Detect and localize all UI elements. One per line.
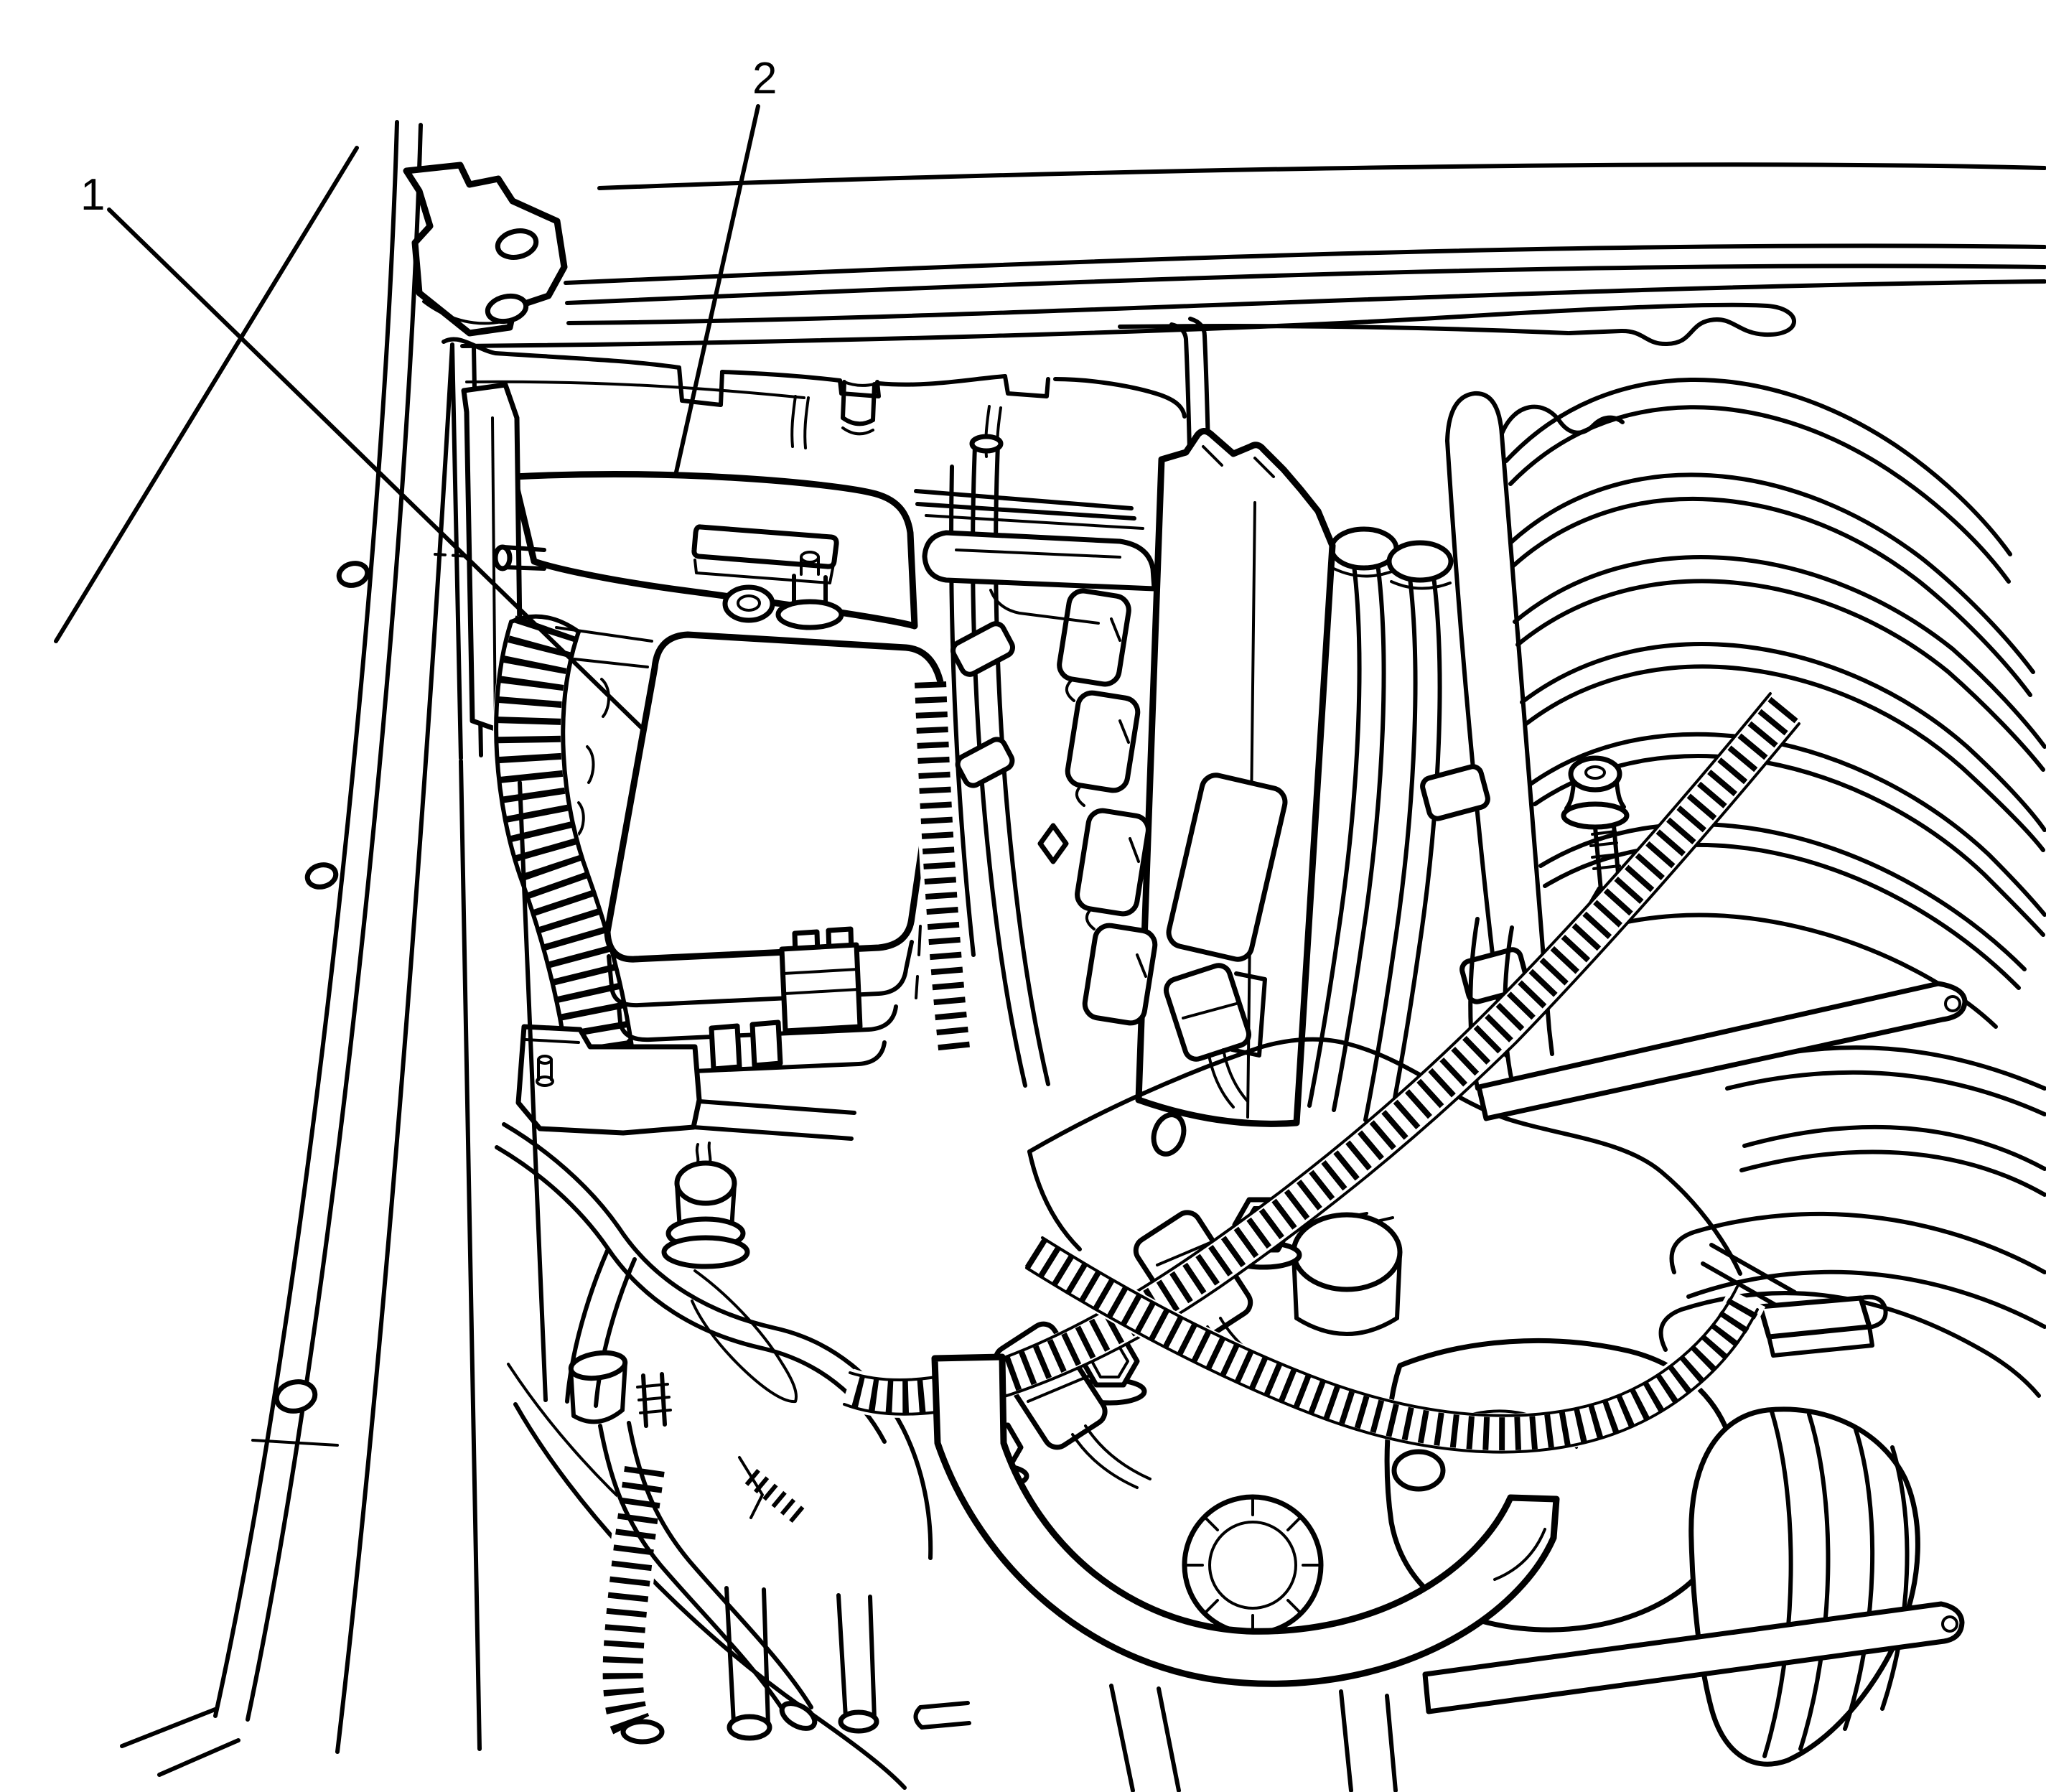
fender-panel [54, 120, 454, 1777]
cover-tab [749, 1019, 783, 1068]
cassette-label-plate [1166, 773, 1288, 962]
fuel-rail [922, 530, 1157, 625]
inner-panel-lines [459, 759, 907, 1790]
bracket-hole [485, 293, 529, 325]
panel-tick [803, 396, 810, 449]
panel-clip-tab [838, 378, 881, 398]
fender-hole [336, 561, 370, 588]
harness-conduit-run [911, 681, 974, 1058]
wire-clip [950, 621, 1015, 677]
heater-hoses [495, 1122, 933, 1560]
engine-mount-boss [1291, 1212, 1403, 1336]
bracket-hole [1391, 1449, 1446, 1492]
callout-1-leader [107, 207, 643, 729]
fuse-block-base-bracket [515, 1024, 856, 1141]
spark-plug-wire [1307, 526, 1530, 1126]
fuel-rail-and-wires [922, 434, 1157, 1088]
fuse-block-cover [604, 631, 947, 1075]
push-clip-and-canister [568, 1350, 672, 1428]
plug-boot [1386, 540, 1454, 583]
cover-latch-connector [779, 926, 863, 1034]
bracket-stud [536, 1055, 554, 1087]
cover-tab [709, 1023, 742, 1072]
housing-grommet [722, 584, 775, 623]
callouts: 1 2 [80, 54, 777, 729]
panel-clip-tab-wide [1053, 377, 1187, 419]
plug-boot [1329, 526, 1399, 571]
housing-stud [775, 551, 844, 630]
panel-marks [577, 678, 610, 836]
vacuum-bellows-cap [1688, 1406, 1920, 1767]
hood-latch-bracket [403, 162, 568, 337]
panel-tick [790, 395, 797, 448]
bracket-slot [1151, 1112, 1187, 1157]
manifold-ear [1500, 404, 1625, 436]
diamond-boss [1037, 823, 1069, 864]
corrugated-conduit [492, 614, 636, 1066]
callout-1-label: 1 [80, 170, 105, 220]
fender-hole [304, 862, 339, 890]
coolant-hose [931, 1353, 1560, 1687]
panel-clip-tab [1003, 374, 1050, 398]
cowl-rails [460, 243, 2046, 348]
ignition-coil-cassette [1135, 428, 1336, 1127]
callout-2-leader [673, 104, 760, 477]
harness-end-bracket [1701, 1243, 1888, 1358]
wire-loop [691, 1269, 798, 1404]
stud-sensor [661, 1142, 750, 1269]
intake-manifold [1445, 378, 2046, 1058]
panel-clip-tab [677, 365, 724, 407]
manifold-support-strap [1445, 391, 1554, 1056]
callout-2-label: 2 [752, 54, 777, 103]
wire-retainer-clip [1420, 764, 1490, 821]
bottom-tubes [598, 1421, 1398, 1792]
harness-conduit-run [1023, 1235, 1766, 1455]
oil-fill-cap [1182, 1494, 1324, 1636]
fuse-block-housing [500, 471, 918, 765]
lower-tube [1422, 1601, 1965, 1714]
wire-clip [955, 737, 1015, 788]
panel-push-pin [841, 380, 877, 436]
fuel-pipe [1468, 917, 1968, 1121]
bracket-hole [495, 228, 539, 260]
fender-hole [274, 1379, 318, 1414]
vacuum-fitting [1561, 755, 1630, 830]
coil-towers [1037, 588, 1158, 1026]
hood-rear-edge [597, 162, 2046, 190]
